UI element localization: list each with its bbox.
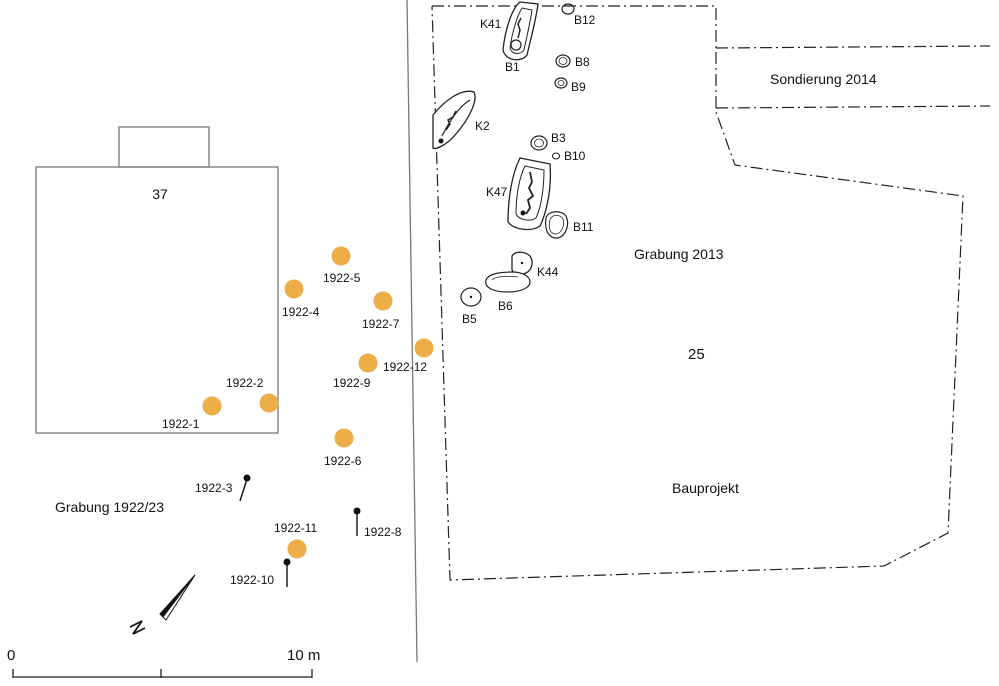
label-parcel-25: 25: [688, 346, 705, 363]
scale-end-label: 10 m: [287, 647, 320, 664]
label-b10: B10: [564, 149, 586, 163]
building-37: 37: [35, 126, 279, 434]
find-circle-1922-6: [334, 428, 354, 448]
grave-k2: [432, 90, 476, 150]
pit-b5: [460, 287, 482, 307]
find-circle-1922-9: [358, 353, 378, 373]
label-1922-3: 1922-3: [195, 481, 233, 495]
label-k44: K44: [537, 265, 559, 279]
finds-1922-circles: [202, 246, 434, 559]
label-b1: B1: [505, 60, 520, 74]
label-1922-12: 1922-12: [383, 360, 427, 374]
label-b8: B8: [575, 55, 590, 69]
pit-b3: [530, 135, 548, 151]
label-1922-10: 1922-10: [230, 573, 274, 587]
label-b3: B3: [551, 131, 566, 145]
survey-2014-trench: [715, 45, 991, 109]
pit-b9: [554, 77, 568, 89]
label-1922-2: 1922-2: [226, 376, 264, 390]
building-outline: [35, 166, 279, 434]
label-b9: B9: [571, 80, 586, 94]
grave-k44: [511, 251, 533, 276]
building-annex: [118, 126, 210, 168]
find-circle-1922-11: [287, 539, 307, 559]
label-excavation-2013: Grabung 2013: [634, 246, 724, 262]
label-k47: K47: [486, 185, 508, 199]
pin-1922-10: [283, 558, 291, 587]
label-survey-2014: Sondierung 2014: [770, 71, 877, 87]
find-circle-1922-1: [202, 396, 222, 416]
area-labels: Grabung 1922/23 Grabung 2013 Sondierung …: [55, 71, 877, 515]
finds-1922-labels: 1922-1 1922-2 1922-4 1922-5 1922-6 1922-…: [162, 271, 427, 587]
label-1922-4: 1922-4: [282, 305, 320, 319]
pit-b12: [561, 3, 575, 15]
building-number: 37: [152, 186, 168, 202]
grave-k41: [502, 1, 539, 61]
excavation-2013-outline: [431, 5, 964, 581]
find-circle-1922-7: [373, 291, 393, 311]
pit-b6: [485, 271, 531, 293]
label-1922-6: 1922-6: [324, 454, 362, 468]
boundary-line: [406, 0, 418, 663]
label-b11: B11: [573, 220, 594, 234]
pit-b10: [551, 152, 561, 160]
find-circle-1922-12: [414, 338, 434, 358]
label-k2: K2: [475, 119, 490, 133]
feature-labels: K41 K2 K47 K44 B12 B1 B8 B9 B3 B10 B11 B…: [462, 13, 596, 326]
label-1922-5: 1922-5: [323, 271, 361, 285]
find-circle-1922-2: [259, 393, 279, 413]
label-k41: K41: [480, 17, 502, 31]
pit-b8: [555, 54, 571, 68]
label-excavation-1922: Grabung 1922/23: [55, 499, 164, 515]
find-circle-1922-4: [284, 279, 304, 299]
label-1922-11: 1922-11: [274, 521, 317, 535]
label-1922-1: 1922-1: [162, 417, 200, 431]
north-arrow-icon: [129, 574, 196, 635]
label-b5: B5: [462, 312, 477, 326]
scale-bar: 0 10 m: [7, 647, 320, 678]
label-1922-7: 1922-7: [362, 317, 400, 331]
find-circle-1922-5: [331, 246, 351, 266]
label-1922-9: 1922-9: [333, 376, 371, 390]
pit-b11: [545, 211, 569, 239]
label-b6: B6: [498, 299, 513, 313]
pin-1922-8: [353, 507, 361, 536]
scale-start-label: 0: [7, 647, 15, 664]
grave-k47: [507, 157, 552, 231]
label-1922-8: 1922-8: [364, 525, 402, 539]
pin-1922-3: [239, 474, 251, 502]
label-bauprojekt: Bauprojekt: [672, 480, 739, 496]
finds-1922-pins: [239, 474, 361, 587]
label-b12: B12: [574, 13, 596, 27]
